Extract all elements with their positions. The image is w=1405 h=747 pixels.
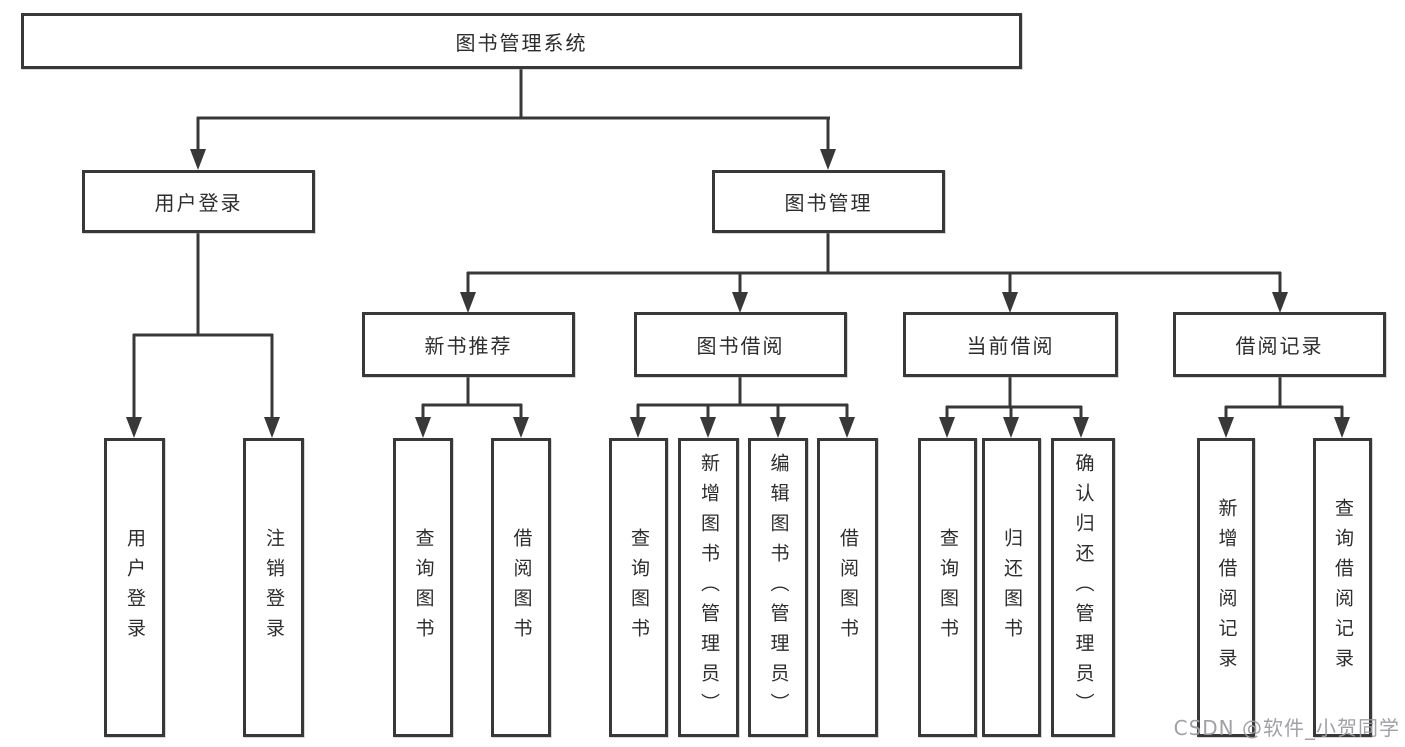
arrowheads [126,149,1350,438]
node-root: 图书管理系统 [21,13,1022,69]
leaf-add-borrow-record-label: 新增借阅记录 [1215,497,1238,678]
leaf-query-borrow-record: 查询借阅记录 [1313,438,1372,737]
node-root-label: 图书管理系统 [455,30,588,55]
leaf-user-login-label: 用户登录 [124,527,146,648]
leaf-current-query-books: 查询图书 [918,438,977,737]
node-new-book-recommend: 新书推荐 [362,312,575,377]
leaf-current-query-books-label: 查询图书 [937,527,959,648]
leaf-user-login: 用户登录 [104,438,165,737]
leaf-recommend-query-books-label: 查询图书 [412,527,435,648]
node-book-management: 图书管理 [712,170,945,233]
leaf-borrow-books: 借阅图书 [817,438,878,737]
node-book-borrow-label: 图书借阅 [696,334,785,358]
node-current-borrow: 当前借阅 [903,312,1118,377]
csdn-watermark: CSDN @软件_小贺同学 [1173,716,1400,740]
leaf-confirm-return-admin-label: 确认归还（管理员） [1072,452,1095,723]
leaf-return-books-label: 归还图书 [1001,527,1023,648]
leaf-recommend-borrow-books: 借阅图书 [491,438,551,737]
leaf-recommend-query-books: 查询图书 [393,438,453,737]
node-current-borrow-label: 当前借阅 [966,334,1055,358]
node-borrow-records: 借阅记录 [1173,312,1386,377]
node-user-login-label: 用户登录 [154,191,243,215]
leaf-borrow-books-label: 借阅图书 [837,527,859,648]
leaf-add-books-admin-label: 新增图书（管理员） [698,452,720,723]
leaf-query-borrow-record-label: 查询借阅记录 [1332,497,1354,678]
node-borrow-records-label: 借阅记录 [1235,334,1324,358]
leaf-add-books-admin: 新增图书（管理员） [678,438,739,737]
node-new-book-recommend-label: 新书推荐 [424,334,513,358]
leaf-return-books: 归还图书 [982,438,1041,737]
leaf-add-borrow-record: 新增借阅记录 [1197,438,1255,737]
leaf-borrow-query-books: 查询图书 [609,438,668,737]
leaf-logout: 注销登录 [243,438,304,737]
leaf-logout-label: 注销登录 [263,527,285,648]
leaf-edit-books-admin: 编辑图书（管理员） [748,438,808,737]
leaf-confirm-return-admin: 确认归还（管理员） [1051,438,1115,737]
node-user-login: 用户登录 [82,170,315,233]
leaf-edit-books-admin-label: 编辑图书（管理员） [767,452,790,723]
node-book-management-label: 图书管理 [784,191,873,215]
leaf-borrow-query-books-label: 查询图书 [628,527,650,648]
leaf-recommend-borrow-books-label: 借阅图书 [510,527,533,648]
node-book-borrow: 图书借阅 [634,312,847,377]
